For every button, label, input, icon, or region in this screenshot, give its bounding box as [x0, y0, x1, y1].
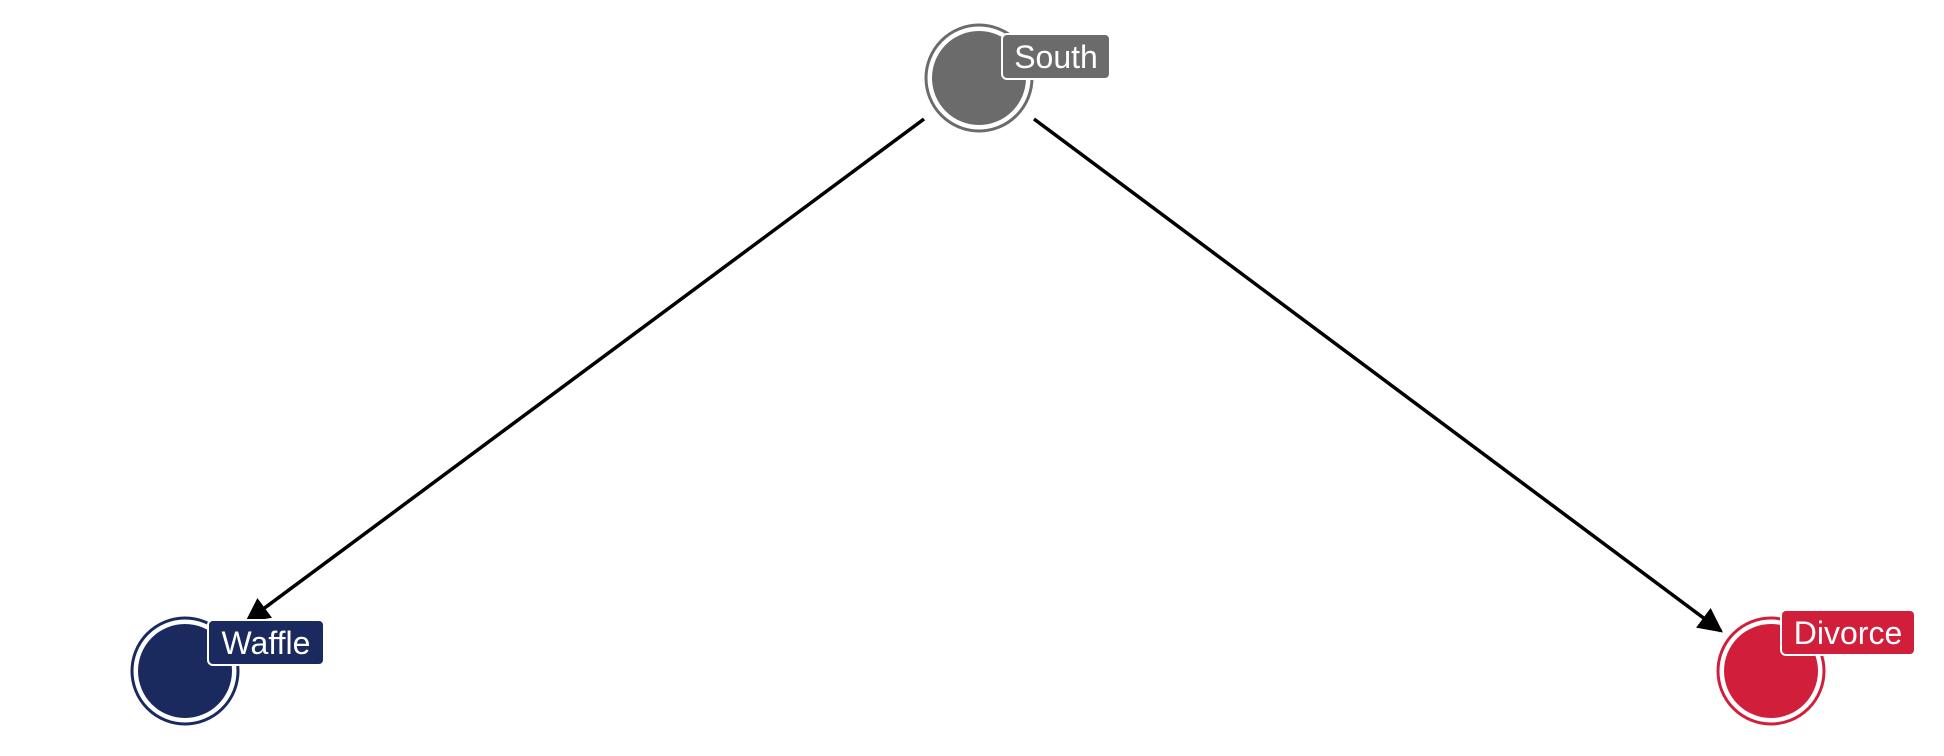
node-waffle-label: Waffle [222, 625, 311, 661]
node-south[interactable]: South [924, 23, 1111, 133]
node-waffle[interactable]: Waffle [130, 616, 325, 726]
edges [245, 117, 1723, 633]
node-divorce-label: Divorce [1794, 615, 1902, 651]
node-divorce[interactable]: Divorce [1716, 609, 1916, 726]
edge-south-to-divorce [1032, 117, 1723, 633]
node-south-label-box [1001, 33, 1111, 80]
node-divorce-label-box [1780, 609, 1916, 656]
edge-south-to-waffle [245, 117, 926, 623]
node-waffle-label-box [207, 619, 325, 666]
node-south-label: South [1014, 39, 1098, 75]
